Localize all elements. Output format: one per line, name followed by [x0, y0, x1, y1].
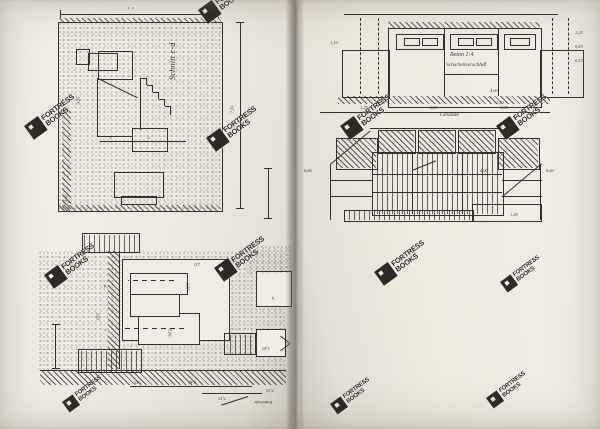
- right-section-drawing: Beton 1:4 Schartenverschluß 4,00 1,50 1,…: [300, 0, 600, 120]
- bottom-edge: [0, 427, 600, 429]
- left-page: c c: [0, 0, 292, 429]
- section-title-schnitt: Schnitt c-d: [168, 42, 177, 80]
- book-gutter: [286, 0, 304, 429]
- top-edge: [0, 0, 600, 2]
- right-page: Beton 1:4 Schartenverschluß 4,00 1,50 1,…: [300, 0, 600, 429]
- left-plan-drawing: Kabelrohr 7,15 7,35 3,40 7,45 3,65 2,35 …: [0, 224, 292, 429]
- right-plan-drawing: 1,25 2,50 1,25: [300, 104, 600, 222]
